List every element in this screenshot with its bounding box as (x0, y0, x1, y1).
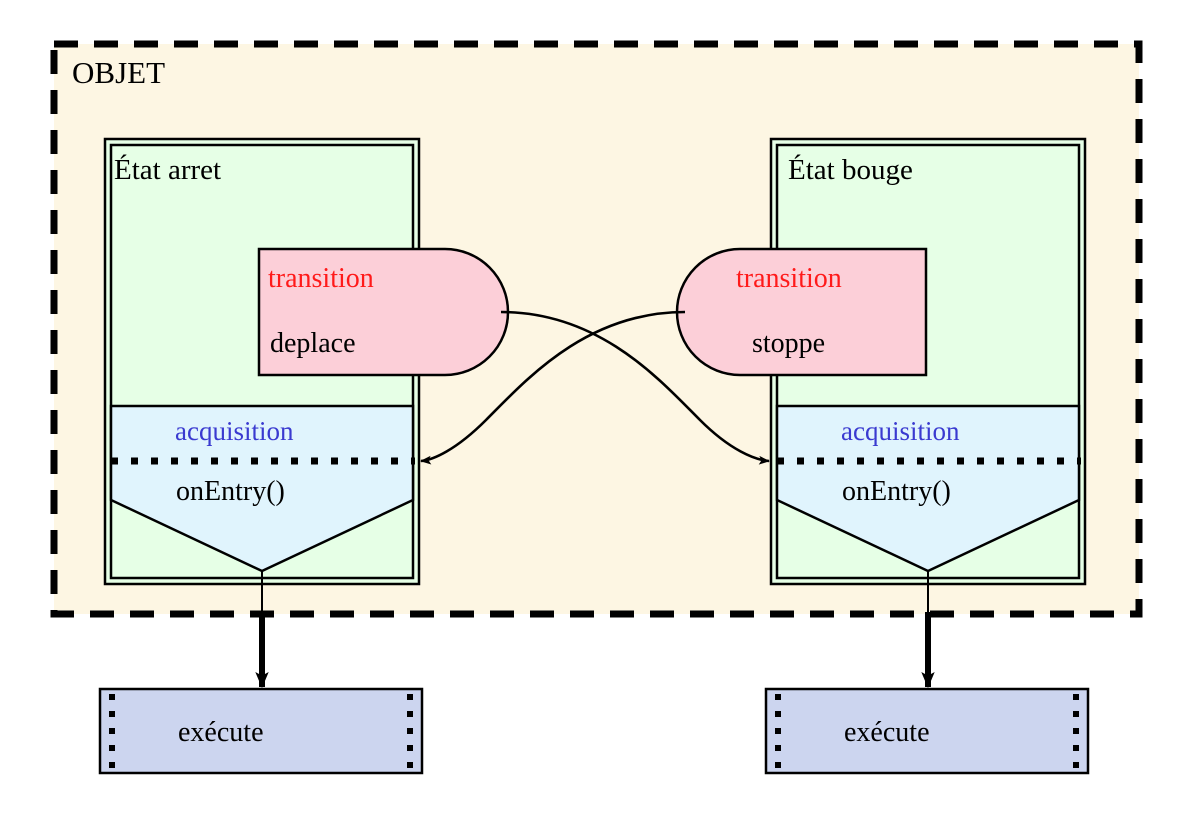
edge-deplace-to-bouge (500, 310, 770, 465)
state-bouge-label: État bouge (788, 154, 913, 186)
acquisition-arret-kind-label: acquisition (175, 416, 294, 446)
state-arret-label: État arret (114, 154, 222, 186)
transition-deplace-name-label: deplace (270, 328, 356, 359)
acquisition-bouge-name-label: onEntry() (842, 476, 951, 507)
transition-stoppe-kind-label: transition (736, 263, 842, 294)
state-bouge[interactable] (675, 137, 1087, 586)
transition-stoppe-shape[interactable] (675, 247, 928, 377)
acquisition-bouge-kind-label: acquisition (841, 416, 960, 446)
execute-right-box[interactable] (764, 687, 1090, 775)
transition-stoppe-name-label: stoppe (752, 328, 826, 359)
acquisition-arret-shape[interactable] (109, 404, 415, 573)
acquisition-arret-name-label: onEntry() (176, 476, 285, 507)
edge-stoppe-to-arret (420, 310, 686, 465)
transition-deplace-kind-label: transition (268, 263, 374, 294)
transition-deplace-shape[interactable] (257, 247, 510, 377)
execute-right[interactable] (764, 687, 1090, 775)
execute-left-label: exécute (178, 717, 264, 748)
execute-right-label: exécute (844, 717, 930, 748)
state-arret[interactable] (103, 137, 510, 586)
acquisition-bouge-shape[interactable] (775, 404, 1081, 573)
execute-left-box[interactable] (98, 687, 424, 775)
execute-left[interactable] (98, 687, 424, 775)
objet-label: OBJET (72, 55, 165, 90)
